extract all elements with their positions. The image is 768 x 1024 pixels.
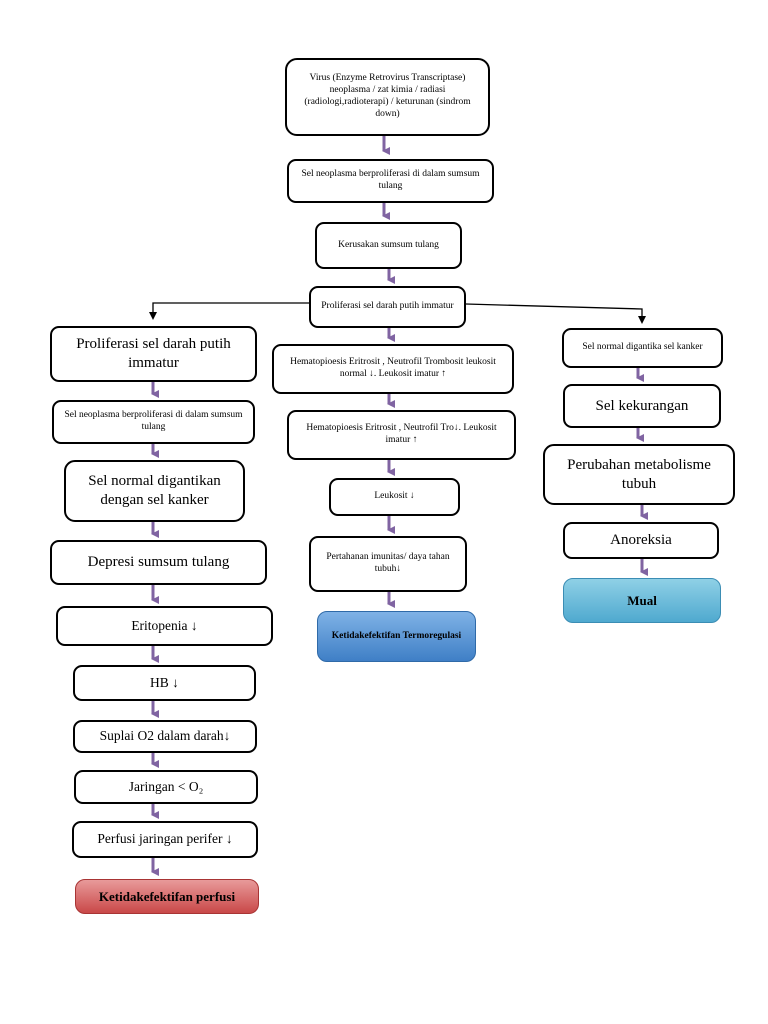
bone-marrow-damage-box: Kerusakan sumsum tulang <box>315 222 462 269</box>
metabolism-change-box: Perubahan metabolisme tubuh <box>543 444 735 505</box>
result-ineffective-thermoregulation: Ketidakefektifan Termoregulasi <box>317 611 476 662</box>
result-nausea: Mual <box>563 578 721 623</box>
cause-box: Virus (Enzyme Retrovirus Transcriptase) … <box>285 58 490 136</box>
o2-supply-box: Suplai O2 dalam darah↓ <box>73 720 257 753</box>
branch-line-left <box>149 302 309 320</box>
result-ineffective-perfusion: Ketidakefektifan perfusi <box>75 879 259 914</box>
cell-deficiency-box: Sel kekurangan <box>563 384 721 428</box>
leukocyte-box: Leukosit ↓ <box>329 478 460 516</box>
peripheral-perfusion-box: Perfusi jaringan perifer ↓ <box>72 821 258 858</box>
branch-line-right <box>465 303 646 324</box>
hematopoiesis-box-1: Hematopioesis Eritrosit , Neutrofil Trom… <box>272 344 514 394</box>
anorexia-box: Anoreksia <box>563 522 719 559</box>
left-neoplasm-box: Sel neoplasma berproliferasi di dalam su… <box>52 400 255 444</box>
hb-box: HB ↓ <box>73 665 256 701</box>
neoplasm-proliferation-box: Sel neoplasma berproliferasi di dalam su… <box>287 159 494 203</box>
normal-cells-replaced-box: Sel normal digantikan dengan sel kanker <box>64 460 245 522</box>
wbc-proliferation-box: Proliferasi sel darah putih immatur <box>309 286 466 328</box>
left-wbc-proliferation-box: Proliferasi sel darah putih immatur <box>50 326 257 382</box>
tissue-o2-box: Jaringan < O₂ <box>74 770 258 804</box>
eritopenia-box: Eritopenia ↓ <box>56 606 273 646</box>
right-normal-cells-replaced-box: Sel normal digantika sel kanker <box>562 328 723 368</box>
bone-marrow-depression-box: Depresi sumsum tulang <box>50 540 267 585</box>
hematopoiesis-box-2: Hematopioesis Eritrosit , Neutrofil Tro↓… <box>287 410 516 460</box>
immunity-box: Pertahanan imunitas/ daya tahan tubuh↓ <box>309 536 467 592</box>
